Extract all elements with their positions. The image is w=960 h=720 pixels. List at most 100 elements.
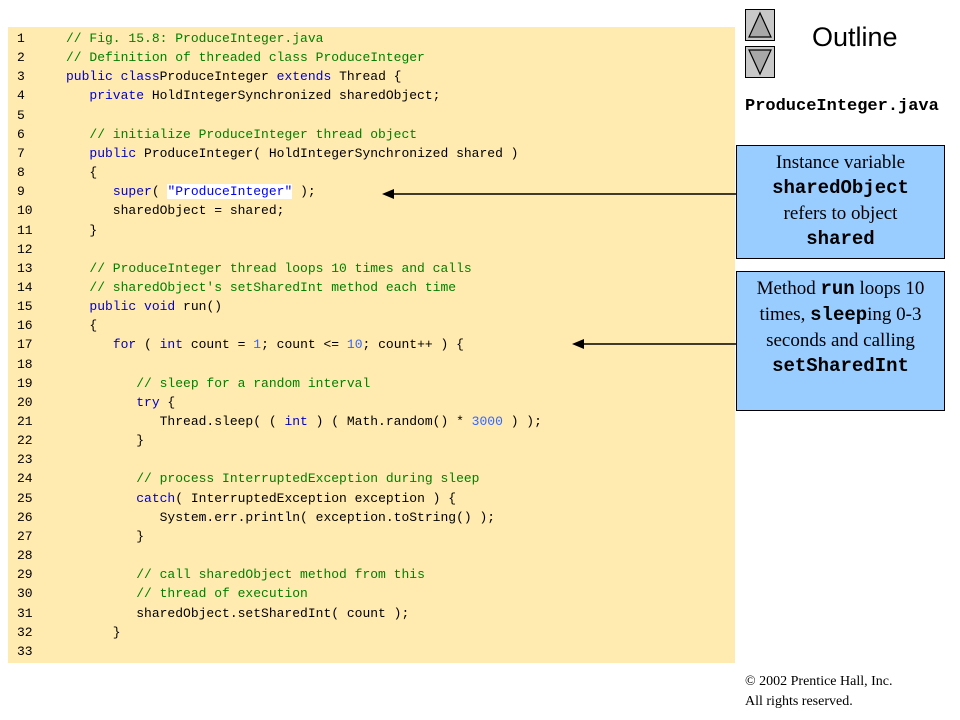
code-token (66, 586, 136, 601)
callout-text: loops 10 times, (759, 278, 925, 325)
line-number: 33 (17, 643, 33, 659)
file-name-label: ProduceInteger.java (745, 97, 939, 116)
code-text: // sleep for a random interval (66, 374, 370, 393)
line-number: 24 (17, 471, 33, 487)
copyright-notice: © 2002 Prentice Hall, Inc. All rights re… (745, 672, 893, 712)
code-token: ); (292, 184, 316, 200)
code-token: 1 (253, 337, 262, 353)
code-token: Thread { (331, 69, 402, 85)
code-token (66, 146, 89, 161)
code-token: ( (136, 337, 160, 353)
copyright-line-1: 2002 Prentice Hall, Inc. (755, 674, 893, 689)
callout-text: Instance variable (775, 152, 906, 173)
code-token: ; count++ ) { (362, 337, 464, 353)
code-text: // Fig. 15.8: ProduceInteger.java (66, 29, 323, 48)
previous-slide-button[interactable] (745, 9, 775, 41)
code-text: } (66, 527, 144, 546)
line-number: 17 (17, 337, 33, 353)
code-text: super( "ProduceInteger" ); (66, 182, 316, 201)
line-number: 29 (17, 567, 33, 583)
line-number: 12 (17, 241, 33, 257)
line-number: 4 (17, 88, 25, 104)
code-text: // sharedObject's setSharedInt method ea… (66, 278, 456, 297)
code-token (66, 491, 136, 506)
line-number: 6 (17, 126, 25, 142)
line-number: 16 (17, 318, 33, 334)
code-text: // thread of execution (66, 584, 308, 603)
code-token: ( InterruptedException exception ) { (175, 490, 457, 506)
line-number: 22 (17, 433, 33, 449)
code-text: // call sharedObject method from this (66, 565, 425, 584)
code-text: public ProduceInteger( HoldIntegerSynchr… (66, 144, 518, 163)
line-number: 26 (17, 509, 33, 525)
callout-code: shared (806, 228, 875, 250)
line-number: 1 (17, 31, 25, 46)
code-text: try { (66, 393, 175, 412)
callout-arrow-1 (382, 189, 736, 199)
code-text: } (66, 431, 144, 450)
code-token: ( (151, 184, 168, 200)
code-token: { (66, 165, 98, 181)
code-token: public class (66, 69, 160, 85)
code-token (66, 376, 136, 391)
code-text: // Definition of threaded class ProduceI… (66, 48, 425, 67)
code-token: run() (175, 299, 223, 315)
code-text: // ProduceInteger thread loops 10 times … (66, 259, 472, 278)
callout-text: Method (756, 278, 821, 299)
code-token: // Definition of threaded class ProduceI… (66, 50, 425, 66)
line-number: 7 (17, 145, 25, 161)
line-number: 9 (17, 184, 25, 200)
code-token: int (159, 337, 184, 353)
code-text: public classProduceInteger extends Threa… (66, 67, 401, 86)
code-text: // process InterruptedException during s… (66, 469, 479, 488)
code-token: public void (89, 299, 176, 315)
line-number: 11 (17, 222, 33, 238)
code-token: // sleep for a random interval (136, 375, 371, 391)
line-number: 27 (17, 528, 33, 544)
code-token: public (89, 145, 137, 161)
copyright-line-2: All rights reserved. (745, 694, 853, 709)
code-token: // process InterruptedException during s… (136, 471, 480, 487)
code-token: // initialize ProduceInteger thread obje… (89, 126, 418, 142)
code-token (66, 261, 89, 276)
code-text: sharedObject.setSharedInt( count ); (66, 604, 409, 623)
code-token: } (66, 624, 121, 640)
triangle-down-icon (748, 49, 772, 76)
line-number: 19 (17, 375, 33, 391)
callout-code: setSharedInt (772, 355, 909, 377)
code-token: ; count <= (261, 337, 347, 353)
code-token: catch (136, 490, 176, 506)
code-token: try (136, 394, 160, 410)
line-number: 23 (17, 452, 33, 468)
callout-arrow-2 (572, 339, 736, 349)
code-token: // ProduceInteger thread loops 10 times … (89, 260, 472, 276)
code-token: HoldIntegerSynchronized sharedObject; (144, 88, 441, 104)
code-token: // thread of execution (136, 586, 308, 602)
triangle-up-icon (748, 11, 772, 38)
code-token: } (66, 433, 145, 449)
code-token (66, 184, 113, 199)
callout-text: refers to object (783, 203, 898, 224)
callout-code: sharedObject (772, 177, 909, 199)
code-token: System.err.println( exception.toString()… (66, 509, 496, 525)
line-number: 18 (17, 356, 33, 372)
callout-code: run (820, 278, 855, 300)
code-text: catch( InterruptedException exception ) … (66, 489, 456, 508)
code-token (66, 471, 136, 486)
line-number: 8 (17, 165, 25, 181)
code-token: extends (276, 69, 332, 85)
code-token (66, 127, 89, 142)
code-text: System.err.println( exception.toString()… (66, 508, 495, 527)
code-token: } (66, 222, 98, 238)
code-token: sharedObject = shared; (66, 203, 285, 219)
next-slide-button[interactable] (745, 46, 775, 78)
code-token (66, 337, 113, 352)
line-number: 15 (17, 299, 33, 315)
line-number: 10 (17, 203, 33, 219)
line-number: 31 (17, 605, 33, 621)
code-token: 10 (346, 337, 363, 353)
line-number: 5 (17, 107, 25, 123)
code-token: super (112, 184, 152, 200)
line-number: 21 (17, 414, 33, 429)
